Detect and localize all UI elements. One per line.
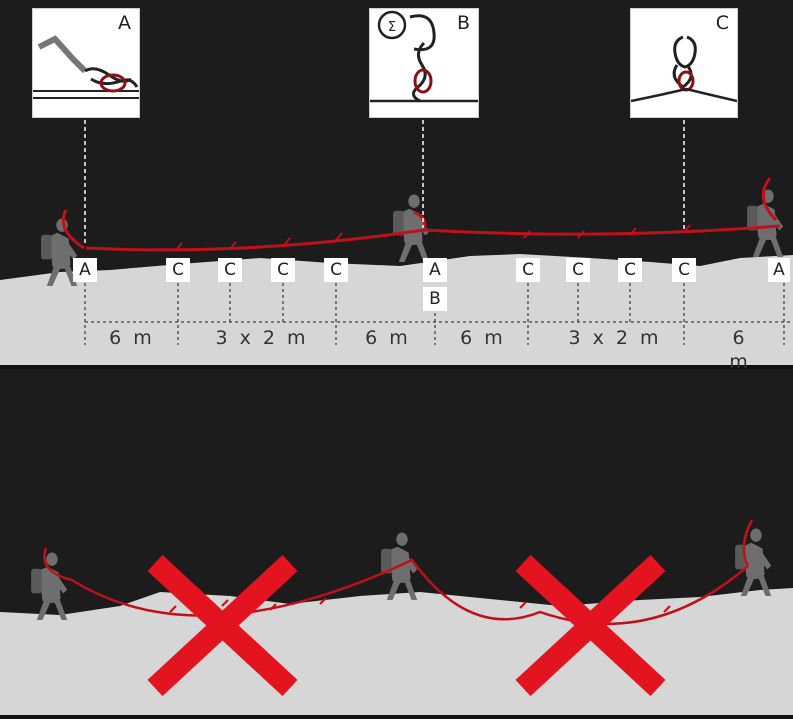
climber-rear-bottom	[735, 528, 772, 596]
inset-label-b: B	[456, 12, 470, 34]
marker-c: C	[271, 258, 295, 282]
inset-c: C	[630, 8, 738, 118]
callout-lines	[84, 120, 685, 245]
svg-text:Σ: Σ	[388, 20, 396, 35]
knot-diagram-c	[631, 35, 737, 103]
knot-diagram-a	[33, 35, 139, 99]
distance-label: 6 m	[361, 326, 415, 350]
distance-label: 3 x 2 m	[564, 326, 666, 350]
marker-c: C	[218, 258, 242, 282]
inset-label-a: A	[118, 12, 131, 34]
marker-c: C	[516, 258, 540, 282]
panel-separator	[0, 365, 793, 369]
climber-front-bottom	[31, 552, 68, 620]
marker-c: C	[166, 258, 190, 282]
marker-c: C	[566, 258, 590, 282]
cross-mark-right	[515, 554, 666, 697]
terrain-bottom	[0, 588, 793, 719]
rope-slack	[71, 558, 749, 626]
marker-c: C	[618, 258, 642, 282]
marker-a: A	[423, 258, 447, 282]
rope-knots-top	[175, 224, 691, 251]
marker-a: A	[768, 258, 790, 282]
knot-diagram-b: Σ	[370, 10, 478, 103]
distance-label: 6 m	[105, 326, 159, 350]
marker-a: A	[73, 258, 97, 282]
inset-b: Σ B	[369, 8, 479, 118]
distance-label: 6 m	[713, 326, 767, 373]
cross-mark-left	[147, 554, 298, 697]
distance-label: 6 m	[456, 326, 510, 350]
marker-lines	[84, 283, 785, 345]
rope-correct	[85, 224, 781, 252]
marker-c: C	[672, 258, 696, 282]
inset-label-c: C	[715, 12, 729, 34]
distance-label: 3 x 2 m	[211, 326, 313, 350]
marker-c: C	[324, 258, 348, 282]
marker-b: B	[423, 287, 447, 311]
inset-a: A	[32, 8, 140, 118]
